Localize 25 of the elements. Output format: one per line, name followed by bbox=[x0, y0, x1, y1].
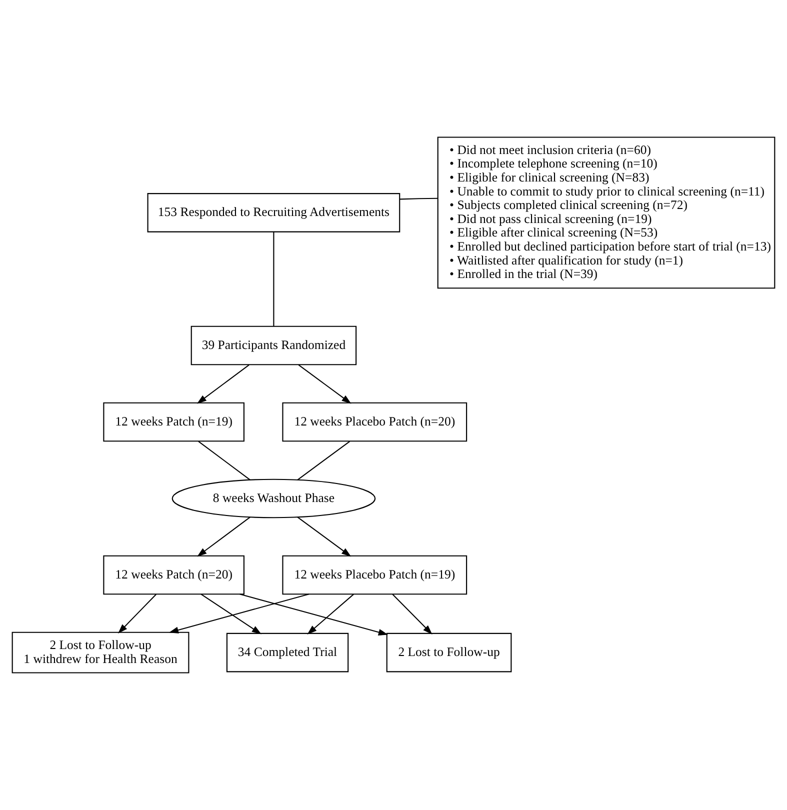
node-box: 2 Lost to Follow-up bbox=[386, 632, 512, 672]
node-box: 2 Lost to Follow-up 1 withdrew for Health Reason bbox=[12, 632, 190, 674]
arrow bbox=[240, 594, 388, 636]
arrow bbox=[197, 516, 250, 557]
arrow bbox=[200, 594, 262, 634]
arrow bbox=[298, 364, 352, 404]
node-box: 12 weeks Patch (n=19) bbox=[103, 402, 244, 442]
node-box: • Did not meet inclusion criteria (n=60) • Incomplete telephone screening (n=10) • Eligible for clinical screening (N=83) • Unable to commit to study prior to clinical screening (n=11) • Subjects completed clinical screening (n=72) • Did not pass clinical screening (n=19) • Eligible after clinical screening (N=53) • Enrolled but declined participation before start of trial (n=13) • Waitlisted after qualification for study (n=1) • Enrolled in the trial (N=39) bbox=[437, 136, 776, 289]
arrow bbox=[392, 594, 432, 635]
node-box: 39 Participants Randomized bbox=[190, 326, 357, 366]
arrow bbox=[196, 364, 250, 404]
connector bbox=[400, 198, 438, 200]
node-box: 12 weeks Placebo Patch (n=19) bbox=[282, 555, 468, 595]
connector bbox=[198, 441, 250, 480]
node-box: 34 Completed Trial bbox=[226, 632, 349, 672]
node-box: 153 Responded to Recruiting Advertisements bbox=[147, 193, 400, 232]
node-box: 12 weeks Patch (n=20) bbox=[103, 555, 244, 595]
arrow bbox=[307, 594, 354, 634]
arrow bbox=[168, 594, 310, 634]
node-box: 12 weeks Placebo Patch (n=20) bbox=[282, 402, 468, 442]
connector bbox=[273, 232, 274, 326]
arrow bbox=[118, 594, 156, 634]
arrow bbox=[297, 516, 352, 557]
node-ellipse: 8 weeks Washout Phase bbox=[172, 478, 376, 518]
connector bbox=[297, 441, 350, 480]
